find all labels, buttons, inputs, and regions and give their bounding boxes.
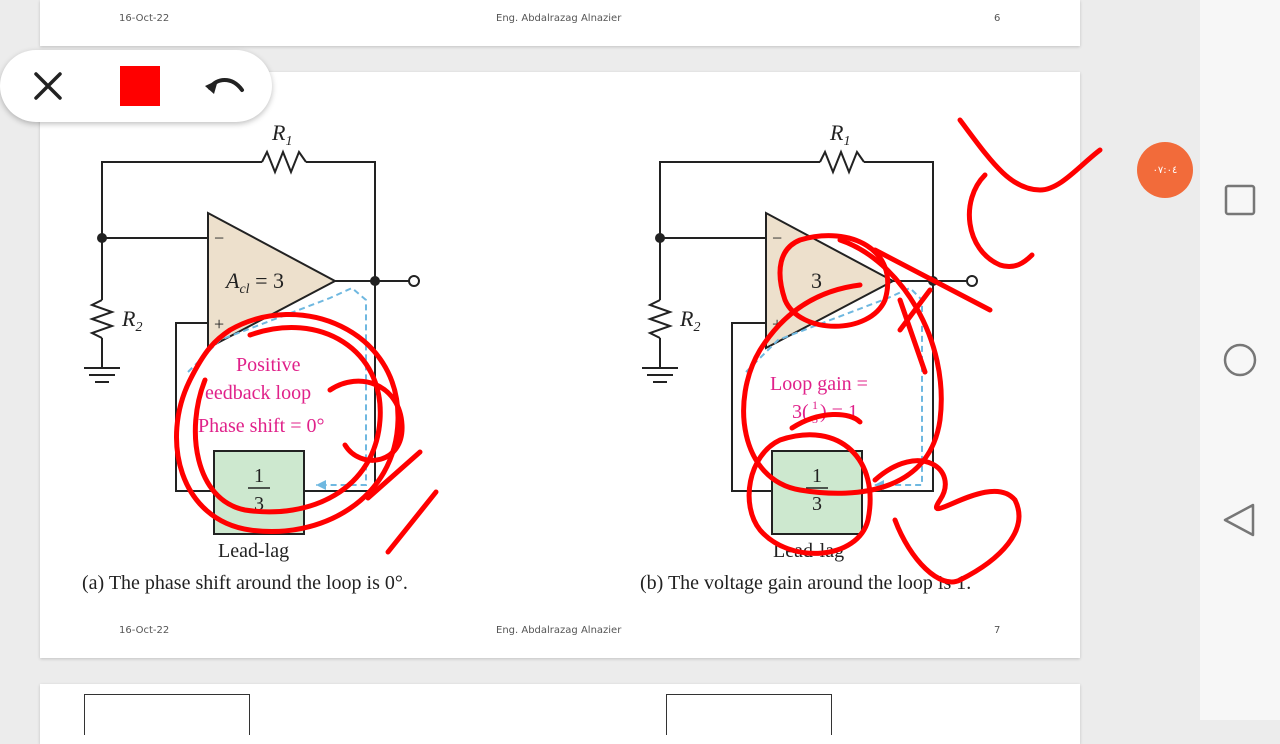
node-a-out	[370, 276, 380, 286]
ink-circle-b-amp	[777, 233, 891, 329]
close-icon[interactable]	[28, 66, 68, 106]
r1-resistor-b	[819, 149, 865, 175]
loop-gain-text-1: Loop gain =	[770, 373, 868, 395]
fraction-den-a: 3	[254, 493, 264, 515]
r2-label-b: R2	[679, 306, 700, 335]
circle-icon[interactable]	[1220, 340, 1260, 380]
ink-squiggle-b	[789, 411, 1022, 585]
ink-annotations	[174, 117, 1103, 585]
pen-color-swatch[interactable]	[120, 66, 160, 106]
square-icon[interactable]	[1220, 180, 1260, 220]
circuit-a	[84, 149, 410, 535]
r1-resistor-a	[261, 149, 307, 175]
back-triangle-icon[interactable]	[1220, 500, 1260, 540]
fraction-den-b: 3	[812, 493, 822, 515]
caption-b: (b) The voltage gain around the loop is …	[640, 572, 972, 594]
ink-loop-a-small	[327, 378, 405, 463]
output-terminal-b	[966, 275, 978, 287]
fraction-num-b: 1	[812, 465, 822, 487]
ink-circle-a-outer	[174, 312, 401, 534]
lead-lag-label-a: Lead-lag	[218, 540, 289, 562]
slide-6-page-number: 6	[994, 13, 1001, 24]
annotation-toolbar	[0, 50, 272, 122]
ink-scribble-mid	[966, 172, 1035, 270]
slide-8-box-right	[666, 694, 832, 735]
r1-label-a: R1	[271, 120, 292, 149]
minus-a: −	[214, 228, 224, 248]
feedback-text-3: Phase shift = 0°	[198, 415, 325, 437]
feedback-text-2: eedback loop	[205, 382, 311, 404]
slide-6-author: Eng. Abdalrazag Alnazier	[496, 13, 622, 24]
caption-a: (a) The phase shift around the loop is 0…	[82, 572, 408, 594]
ink-slash-a-2	[385, 489, 439, 555]
plus-a: +	[214, 314, 224, 334]
ink-cross-b	[872, 247, 993, 375]
slide-7-page-number: 7	[994, 625, 1001, 636]
slide-7: (a) The phase shift around the loop is 0…	[40, 72, 1080, 658]
slide-8-box-left	[84, 694, 250, 735]
undo-icon[interactable]	[202, 66, 246, 106]
node-a-left	[97, 233, 107, 243]
ink-scribble-top	[957, 117, 1103, 193]
minus-b: −	[772, 228, 782, 248]
fraction-num-a: 1	[254, 465, 264, 487]
feedback-loop-b	[745, 286, 923, 486]
r2-resistor-b	[646, 299, 674, 339]
output-terminal-a	[408, 275, 420, 287]
gain-label-b: 3	[811, 268, 822, 293]
loop-gain-text-2: 3(	[792, 401, 809, 423]
circuit-b	[642, 149, 968, 535]
ink-circle-a-inner	[192, 325, 383, 515]
floating-timer-badge[interactable]: ٠٧:٠٤	[1137, 142, 1193, 198]
ink-circle-b-box	[746, 432, 873, 556]
circuit-diagram: R1 R2 − + Acl = 3 Positive eedback loop …	[84, 117, 1103, 585]
r2-resistor-a	[88, 299, 116, 339]
slide-6-date: 16-Oct-22	[119, 13, 170, 24]
navigation-bar	[1200, 0, 1280, 720]
loop-arrow-a	[316, 480, 326, 490]
slide-6-footer: 16-Oct-22 Eng. Abdalrazag Alnazier 6	[40, 0, 1080, 46]
r1-label-b: R1	[829, 120, 850, 149]
ink-slash-a-1	[365, 449, 423, 501]
slide-7-date: 16-Oct-22	[119, 625, 170, 636]
lead-lag-box-a	[213, 450, 305, 535]
ink-circle-b-big	[741, 237, 944, 496]
loop-gain-num: 1	[812, 398, 818, 412]
gain-label-a: Acl = 3	[224, 268, 284, 297]
slide-7-author: Eng. Abdalrazag Alnazier	[496, 625, 622, 636]
timer-text: ٠٧:٠٤	[1152, 164, 1178, 176]
feedback-text-1: Positive	[236, 354, 301, 376]
node-b-left	[655, 233, 665, 243]
r2-label-a: R2	[121, 306, 142, 335]
